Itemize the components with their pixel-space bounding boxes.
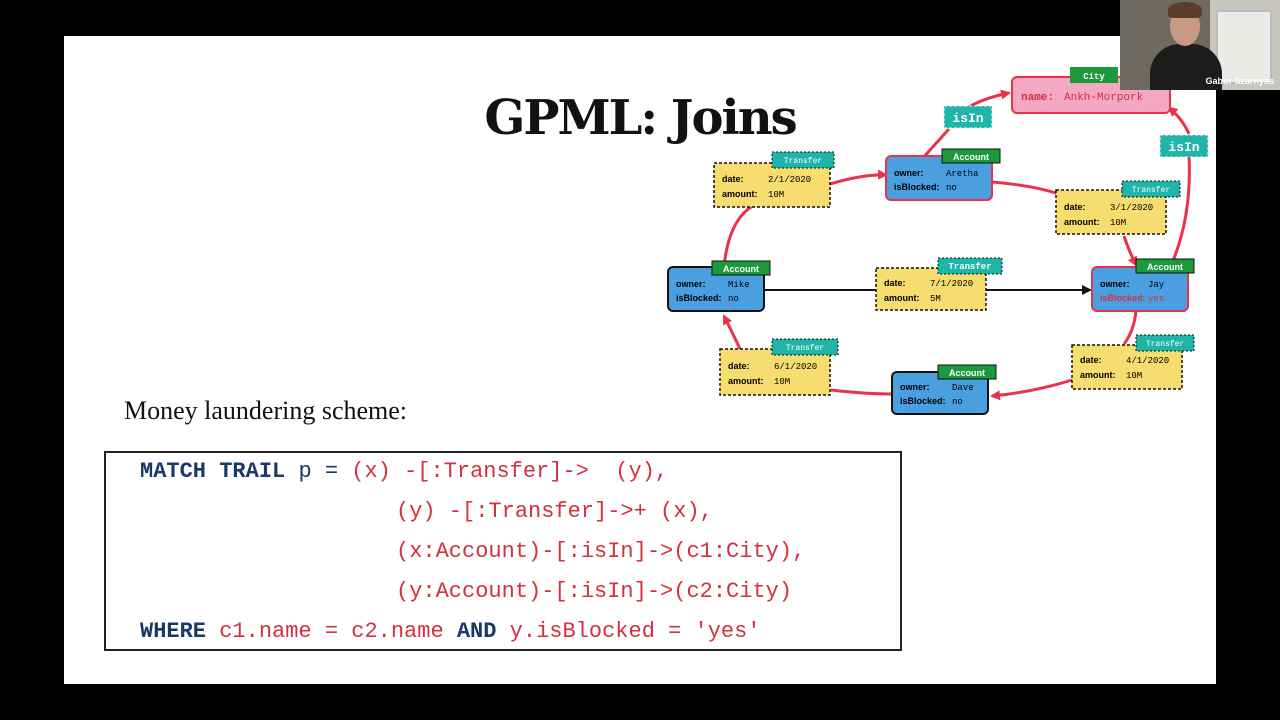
pattern-1: (x) -[:Transfer]-> (y), [351,459,669,484]
webcam-person-hair [1168,2,1202,18]
date-value: 7/1/2020 [930,279,973,289]
slide-subtitle: Money laundering scheme: [124,396,408,425]
amount-value: 10M [774,377,790,387]
webcam-thumbnail[interactable]: Gabor Szarnyas [1120,0,1280,90]
transfer-node-t1: Transfer date: 2/1/2020 amount: 10M [713,151,835,208]
blocked-key: isBlocked: [1100,293,1146,303]
owner-value: Aretha [946,169,979,179]
edge-isin-city [968,89,1011,109]
slide: GPML: Joins City name: [64,36,1216,684]
blocked-key: isBlocked: [676,293,722,303]
date-key: date: [1064,202,1086,212]
transfer-node-t3: Transfer date: 7/1/2020 amount: 5M [875,257,1003,311]
query-line-4: (y:Account)-[:isIn]->(c2:City) [396,579,793,604]
keyword-where: WHERE [140,619,207,644]
date-key: date: [1080,355,1102,365]
blocked-value: no [952,397,963,407]
blocked-key: isBlocked: [900,396,946,406]
owner-value: Dave [952,383,974,393]
keyword-trail: TRAIL [219,459,286,484]
account-label: Account [953,152,989,162]
account-node-aretha: Account owner: Aretha isBlocked: no [885,148,1001,201]
edge-t5-mike [722,314,742,350]
date-value: 4/1/2020 [1126,356,1169,366]
condition-1: c1.name = c2.name [219,619,444,644]
amount-key: amount: [722,189,758,199]
transfer-label: Transfer [786,344,825,353]
gpml-query-box: MATCH TRAIL p = (x) -[:Transfer]-> (y), … [104,451,902,651]
amount-key: amount: [1064,217,1100,227]
owner-value: Mike [728,280,750,290]
amount-key: amount: [1080,370,1116,380]
amount-value: 5M [930,294,941,304]
transfer-node-t5: Transfer date: 6/1/2020 amount: 10M [719,338,839,396]
keyword-match: MATCH [140,459,207,484]
account-node-mike: Account owner: Mike isBlocked: no [667,260,771,312]
owner-key: owner: [1100,279,1130,289]
webcam-window [1216,10,1272,84]
account-node-jay: Account owner: Jay isBlocked: yes [1091,258,1195,312]
query-line-1: MATCH TRAIL p = (x) -[:Transfer]-> (y), [140,459,668,484]
date-key: date: [884,278,906,288]
amount-key: amount: [728,376,764,386]
account-label: Account [723,264,759,274]
date-key: date: [728,361,750,371]
date-value: 6/1/2020 [774,362,817,372]
transfer-label: Transfer [948,262,991,272]
transfer-node-t4: Transfer date: 4/1/2020 amount: 10M [1071,334,1195,390]
transfer-label: Transfer [1132,186,1171,195]
transfer-label: Transfer [1146,340,1185,349]
account-label: Account [949,368,985,378]
edge-aretha-isin [919,127,951,162]
condition-2: y.isBlocked = 'yes' [509,619,761,644]
blocked-key: isBlocked: [894,182,940,192]
amount-key: amount: [884,293,920,303]
edge-jay-t4 [1122,310,1138,345]
query-line-2: (y) -[:Transfer]->+ (x), [396,499,713,524]
date-value: 3/1/2020 [1110,203,1153,213]
edge-t1-aretha [829,169,888,186]
isin-edge-label-2: isIn [1159,134,1209,158]
blocked-value: no [946,183,957,193]
path-var: p = [298,459,339,484]
edge-isin-city-2 [1167,106,1191,135]
edge-aretha-t2 [991,180,1065,198]
owner-key: owner: [900,382,930,392]
query-line-5: WHERE c1.name = c2.name AND y.isBlocked … [140,619,761,644]
query-line-3: (x:Account)-[:isIn]->(c1:City), [396,539,806,564]
transfer-label: Transfer [784,157,823,166]
date-value: 2/1/2020 [768,175,811,185]
date-key: date: [722,174,744,184]
amount-value: 10M [768,190,784,200]
owner-key: owner: [894,168,924,178]
city-name-value: Ankh-Morpork [1064,92,1144,104]
account-node-dave: Account owner: Dave isBlocked: no [891,364,997,415]
amount-value: 10M [1110,218,1126,228]
owner-key: owner: [676,279,706,289]
webcam-participant-name: Gabor Szarnyas [1205,76,1274,86]
edge-jay-isin [1170,155,1191,264]
keyword-and: AND [456,619,497,644]
graph-diagram: City name: Ankh-Morpork isIn isIn Accoun… [667,67,1209,415]
edge-mike-t1 [722,199,765,269]
isin-label-2: isIn [1168,140,1199,155]
owner-value: Jay [1148,280,1165,290]
transfer-node-t2: Transfer date: 3/1/2020 amount: 10M [1055,180,1181,235]
account-label: Account [1147,262,1183,272]
blocked-value: no [728,294,739,304]
isin-label-1: isIn [952,111,983,126]
slide-title: GPML: Joins [484,90,797,146]
isin-edge-label-1: isIn [943,105,993,129]
edge-t4-dave [990,378,1073,401]
edge-t2-jay [1122,235,1138,267]
webcam-person-torso [1150,44,1222,90]
city-label: City [1083,72,1105,82]
city-name-key: name: [1021,92,1054,104]
blocked-value: yes [1148,294,1164,304]
amount-value: 10M [1126,371,1142,381]
edge-dave-t5 [830,388,893,396]
